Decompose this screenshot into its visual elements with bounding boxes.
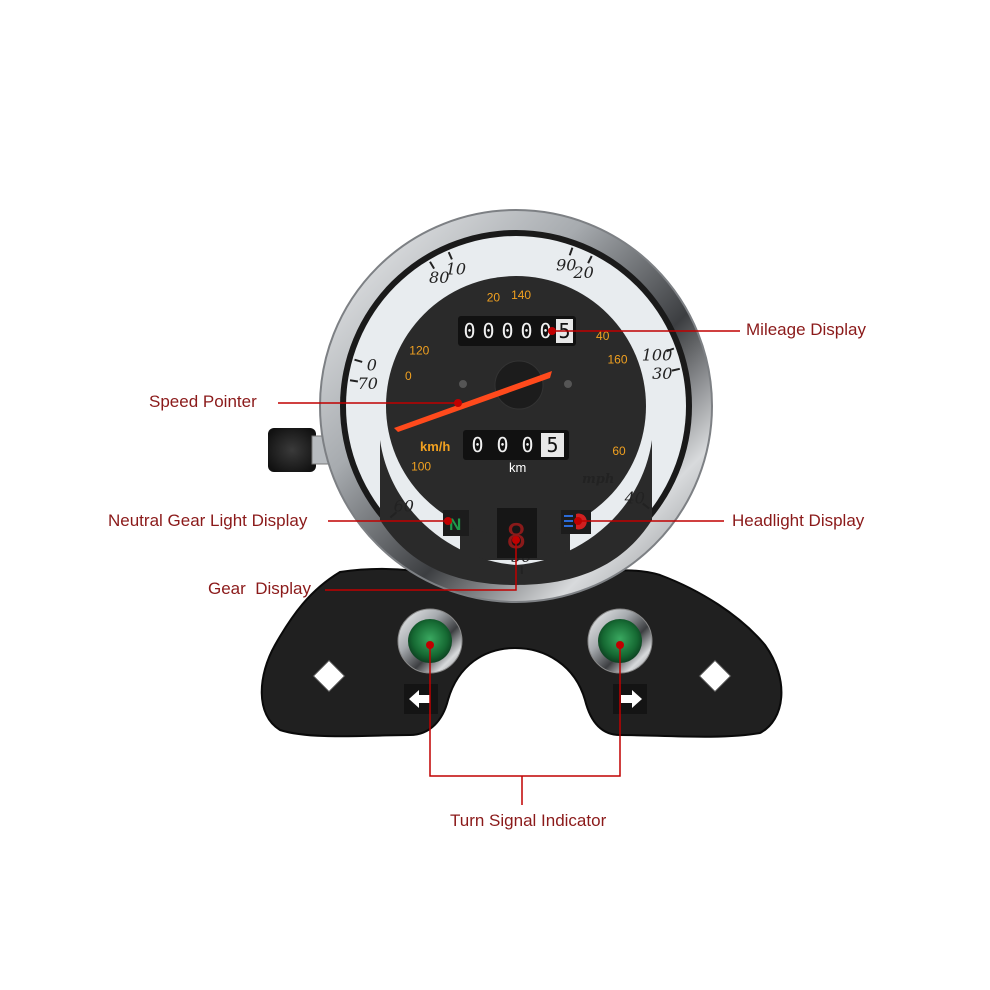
leader-lines (278, 330, 740, 805)
kmh-scale: 020406080100120140160 (405, 288, 628, 526)
mph-unit-label: mph (582, 472, 614, 487)
odometer-digit: 0 (501, 319, 513, 343)
mph-tick (568, 247, 574, 256)
speed-pointer-label: Speed Pointer (149, 392, 257, 411)
mph-tick (671, 367, 681, 372)
trip-digit: 0 (521, 433, 533, 457)
odometer-digit: 0 (520, 319, 532, 343)
kmh-tick-label: 40 (596, 329, 610, 343)
odometer-digit: 0 (482, 319, 494, 343)
mph-tick-label: 70 (358, 374, 378, 393)
mph-tick-label: 10 (446, 260, 466, 279)
mph-tick-label: 40 (624, 489, 645, 508)
bracket-hole-left (312, 659, 346, 693)
kmh-tick-label: 120 (409, 344, 429, 358)
mph-tick-label: 30 (652, 364, 672, 383)
leader-dots (426, 327, 624, 649)
km-unit-label: km (509, 460, 526, 475)
odometer-wheel (480, 319, 497, 343)
mph-tick (429, 261, 435, 270)
bracket-hole-right (698, 659, 732, 693)
mph-tick (666, 347, 675, 353)
mph-scale: 0102030405060708090100 (349, 247, 681, 574)
gear-display: 8 (497, 508, 537, 558)
mph-tick (642, 502, 650, 510)
speed-needle (394, 371, 552, 432)
odometer-wheel (518, 319, 535, 343)
neutral-gear-label: Neutral Gear Light Display (108, 511, 308, 530)
odometer-wheel (461, 319, 478, 343)
mph-tick (389, 511, 398, 519)
kmh-tick-label: 100 (411, 460, 431, 474)
headlight-display-label: Headlight Display (732, 511, 865, 530)
kmh-tick-label: 160 (607, 353, 627, 367)
left-arrow-icon (409, 690, 430, 708)
kmh-tick-label: 0 (405, 369, 412, 383)
mph-tick-label: 20 (572, 263, 593, 282)
turn-signal-label: Turn Signal Indicator (450, 811, 607, 830)
mph-tick-label: 0 (367, 356, 377, 375)
mph-tick-label: 90 (556, 256, 576, 275)
mph-tick (587, 255, 593, 264)
kmh-tick-label: 60 (612, 444, 626, 458)
mph-tick-label: 100 (642, 346, 673, 365)
mph-tick (349, 379, 359, 383)
trip-wheel (516, 433, 539, 457)
trip-digit: 0 (471, 433, 483, 457)
odometer-digit: 0 (463, 319, 475, 343)
trip-digit: 5 (546, 433, 558, 457)
odometer-digit: 0 (539, 319, 551, 343)
mph-tick (447, 251, 453, 260)
trip-digit: 0 (496, 433, 508, 457)
right-arrow-icon (621, 690, 642, 708)
gear-display-label: Gear Display (208, 579, 311, 598)
odometer-wheel (537, 319, 554, 343)
trip-wheel (541, 433, 564, 457)
kmh-unit-label: km/h (420, 439, 450, 454)
neutral-icon: N (449, 515, 461, 534)
trip-wheel (491, 433, 514, 457)
kmh-tick-label: 140 (511, 288, 531, 302)
mileage-display-label: Mileage Display (746, 320, 866, 339)
odometer-wheel (499, 319, 516, 343)
mph-tick-label: 80 (429, 268, 449, 287)
mph-tick (354, 358, 363, 363)
kmh-tick-label: 20 (487, 290, 501, 304)
mph-tick-label: 60 (394, 497, 414, 516)
trip-wheel (466, 433, 489, 457)
